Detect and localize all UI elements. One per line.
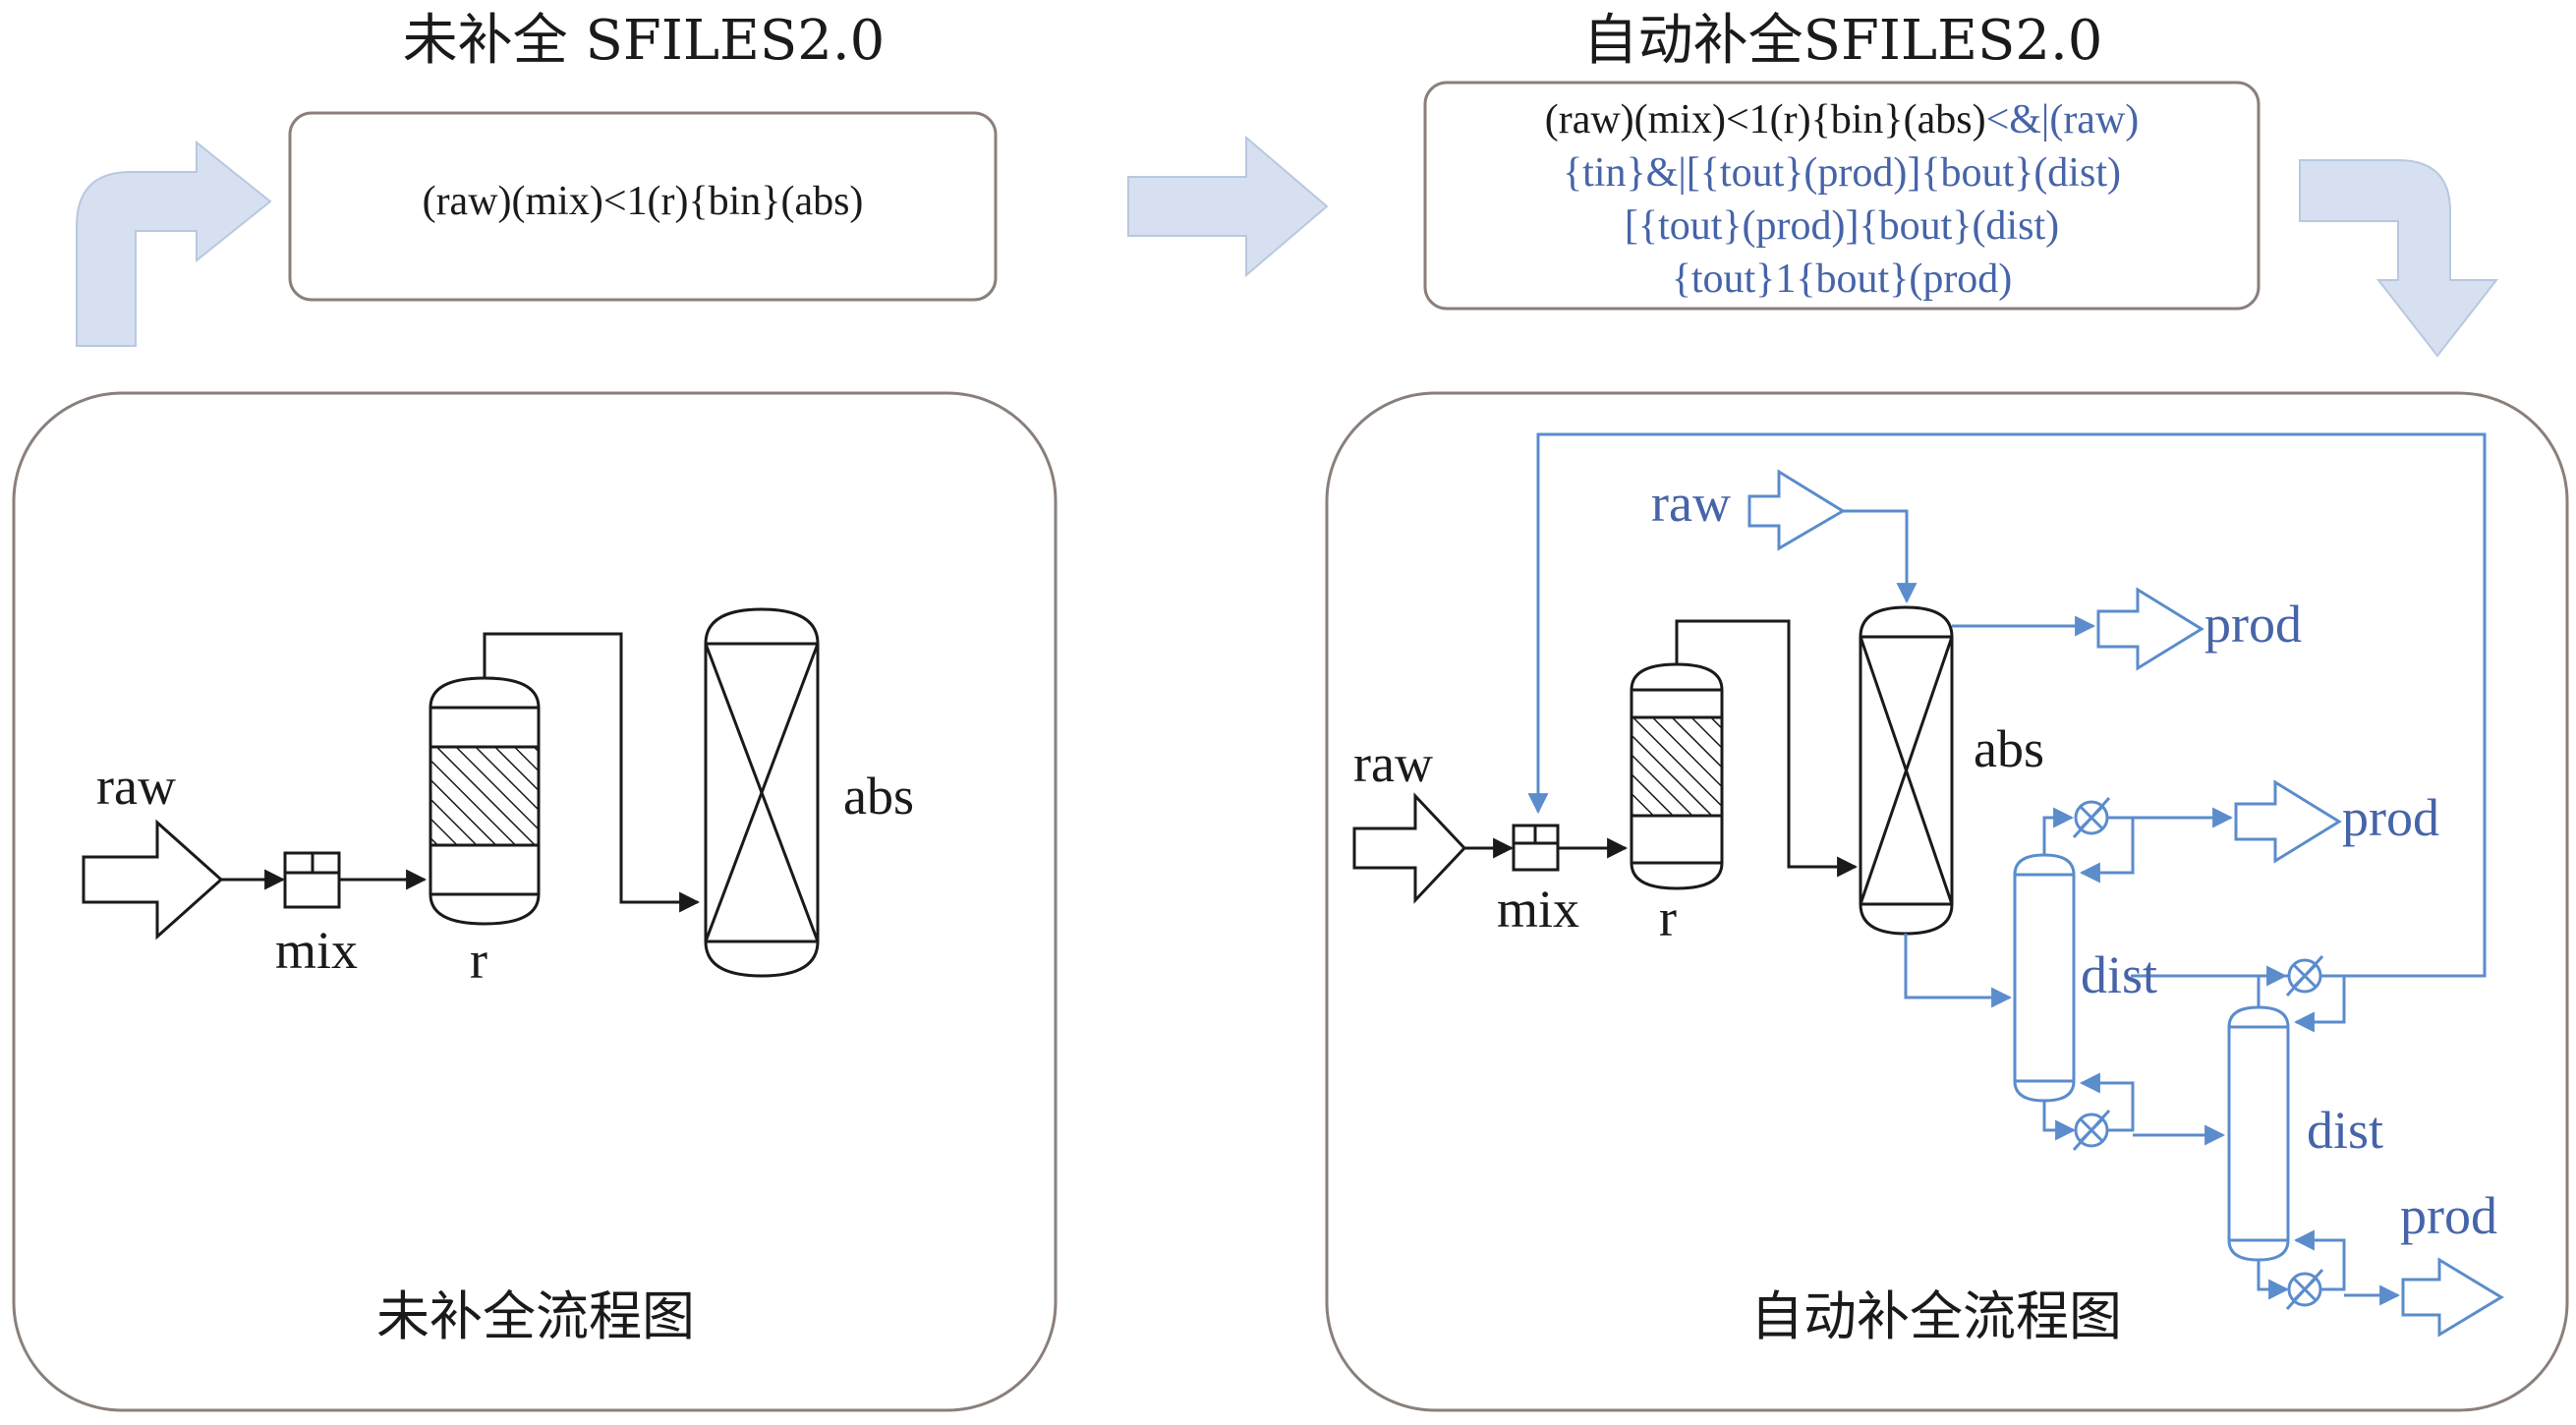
sfiles-line-1-base: (raw)(mix)<1(r){bin}(abs)	[1545, 97, 1986, 142]
sfiles-line-3: [{tout}(prod)]{bout}(dist)	[1625, 203, 2059, 249]
right-flowsheet	[1352, 432, 2504, 1338]
label-abs: abs	[1974, 719, 2044, 778]
label-abs: abs	[843, 767, 914, 826]
left-sfiles-box	[288, 111, 998, 302]
heat-exchanger-icon	[2072, 1109, 2111, 1152]
sfiles-line-4: {tout}1{bout}(prod)	[1672, 256, 2013, 302]
feed-arrow-icon	[82, 819, 224, 940]
right-title: 自动补全SFILES2.0	[1583, 9, 2103, 73]
absorber-icon	[704, 607, 820, 978]
sfiles-line-1-added: <&|(raw)	[1986, 97, 2140, 142]
left-title: 未补全 SFILES2.0	[403, 9, 886, 73]
left-caption: 未补全流程图	[376, 1285, 695, 1347]
reactor-icon	[429, 676, 541, 926]
label-r: r	[470, 931, 487, 990]
right-arrow-icon	[1127, 135, 1329, 278]
left-flowsheet	[82, 607, 820, 978]
product-arrow-icon	[2234, 779, 2342, 864]
label-raw: raw	[1353, 734, 1433, 793]
bent-arrow-up-right-icon	[76, 140, 272, 347]
right-sfiles-string: (raw)(mix)<1(r){bin}(abs)<&|(raw) {tin}&…	[1545, 97, 2140, 302]
product-arrow-icon	[2401, 1257, 2504, 1338]
right-sfiles-box	[1423, 81, 2261, 311]
label-prod-3: prod	[2400, 1186, 2497, 1245]
left-sfiles-string: (raw)(mix)<1(r){bin}(abs)	[423, 179, 864, 224]
distillation-column-icon	[2227, 1005, 2290, 1262]
label-dist-2: dist	[2307, 1101, 2383, 1160]
svg-text:(raw)(mix)<1(r){bin}(abs)<&|(r: (raw)(mix)<1(r){bin}(abs)<&|(raw)	[1545, 97, 2140, 142]
right-caption: 自动补全流程图	[1750, 1285, 2122, 1347]
feed-arrow-icon	[1747, 469, 1846, 551]
reactor-icon	[1630, 662, 1724, 890]
sfiles-line-2: {tin}&|[{tout}(prod)]{bout}(dist)	[1563, 150, 2121, 196]
label-prod-1: prod	[2204, 595, 2302, 654]
label-dist-1: dist	[2081, 945, 2157, 1004]
heat-exchanger-icon	[2072, 796, 2111, 839]
label-prod-2: prod	[2342, 788, 2439, 847]
label-mix: mix	[275, 921, 358, 980]
product-arrow-icon	[2096, 587, 2204, 671]
feed-arrow-icon	[1352, 792, 1467, 904]
label-raw: raw	[96, 757, 176, 816]
label-r: r	[1659, 888, 1677, 947]
label-mix: mix	[1497, 880, 1579, 939]
absorber-icon	[1859, 605, 1954, 936]
bent-arrow-right-down-icon	[2299, 159, 2499, 358]
distillation-column-icon	[2013, 853, 2076, 1103]
label-raw-added: raw	[1651, 474, 1731, 533]
